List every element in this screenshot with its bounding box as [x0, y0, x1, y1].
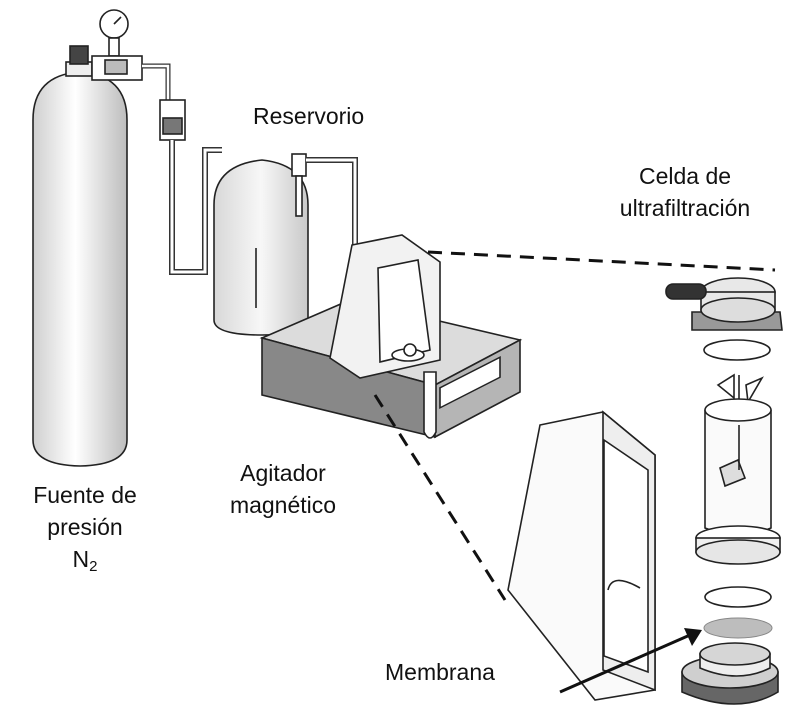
cell-housing-large: [507, 410, 656, 701]
reservoir-label: Reservorio: [253, 103, 365, 129]
collection-tube: [423, 371, 437, 439]
pressure-regulator: [91, 9, 171, 100]
gas-subscript: 2: [89, 558, 98, 575]
lower-o-ring: [704, 586, 772, 608]
pressure-source-line1: Fuente de: [33, 482, 137, 508]
upper-o-ring: [703, 339, 771, 361]
pressure-source-gas: N2: [10, 545, 160, 575]
projection-lines: [373, 250, 776, 601]
membrane-disc: [703, 617, 773, 639]
gas-line: [169, 140, 222, 275]
cell-base: [681, 642, 779, 705]
gas-cylinder: [32, 45, 128, 467]
membrane-label: Membrana: [385, 659, 495, 685]
gas-symbol: N: [72, 546, 90, 572]
stirrer-label-line2: magnético: [229, 492, 337, 518]
stirrer-label: Agitador magnético: [218, 459, 348, 519]
cell-housing-small: [329, 234, 441, 379]
cell-label-line2: ultrafiltración: [619, 195, 751, 221]
cell-label-line1: Celda de: [638, 163, 732, 189]
feed-line: [306, 157, 358, 248]
pressure-source-label: Fuente de presión N2: [10, 481, 160, 575]
membrane-arrow: [559, 628, 702, 694]
inline-filter: [159, 99, 186, 141]
cell-lid: [665, 277, 783, 331]
stirrer-label-line1: Agitador: [240, 460, 326, 486]
cell-label: Celda de ultrafiltración: [610, 162, 760, 222]
reservoir: [213, 153, 309, 336]
cell-body: [695, 398, 781, 565]
pressure-source-line2: presión: [47, 514, 123, 540]
